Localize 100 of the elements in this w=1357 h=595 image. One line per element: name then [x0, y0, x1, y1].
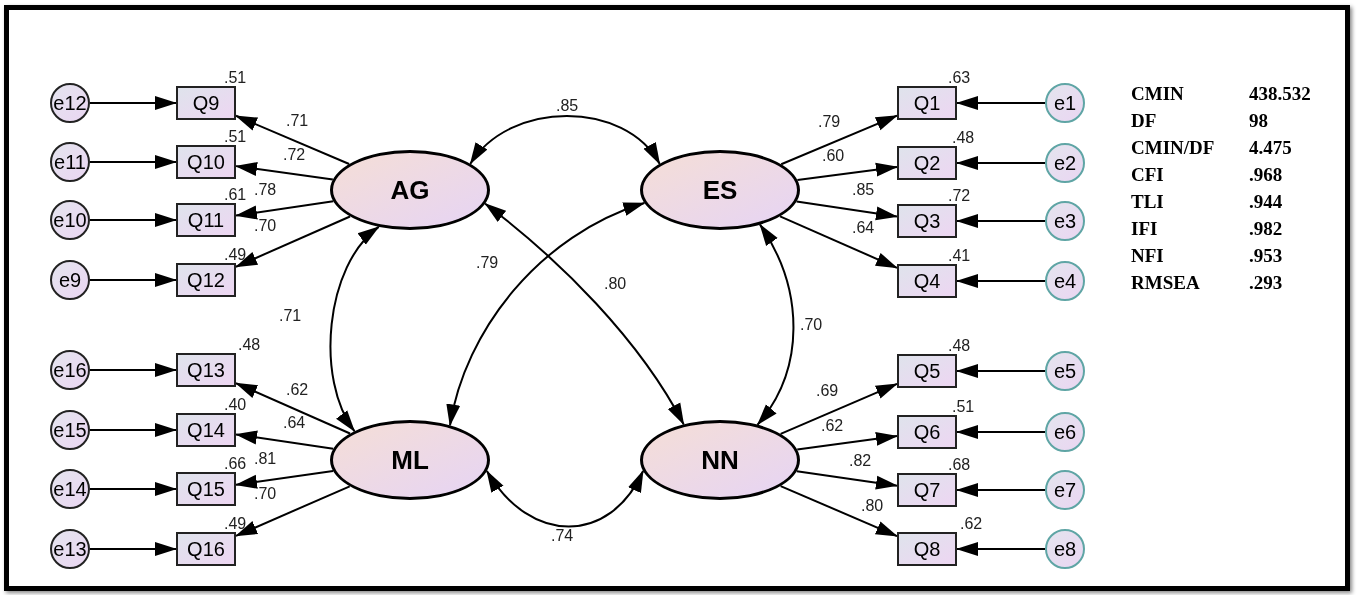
- fit-index-value: .953: [1249, 244, 1284, 267]
- edge-label: .70: [254, 218, 277, 234]
- path-arrow: [956, 542, 1046, 556]
- squared-multiple-correlation: .48: [238, 337, 261, 353]
- latent-variable-ellipse: ES: [640, 150, 800, 230]
- fit-index-value: .968: [1249, 163, 1284, 186]
- fit-index-name: TLI: [1131, 190, 1165, 213]
- fit-index-value: .944: [1249, 190, 1284, 213]
- edge-label: .85: [852, 182, 875, 198]
- path-arrow: [235, 215, 351, 268]
- fit-index-name: RMSEA: [1131, 271, 1201, 294]
- edge-label: .64: [852, 220, 875, 236]
- path-arrow: [89, 273, 177, 287]
- path-arrow: [235, 382, 351, 435]
- latent-variable-ellipse: ML: [330, 420, 490, 500]
- fit-index-name: DF: [1131, 109, 1158, 132]
- observed-variable-box: Q16: [176, 532, 236, 566]
- fit-index-name: CMIN: [1131, 82, 1185, 105]
- edge-label: .81: [254, 451, 277, 467]
- observed-variable-box: Q5: [897, 354, 957, 388]
- squared-multiple-correlation: .61: [224, 187, 247, 203]
- path-arrow: [956, 364, 1046, 378]
- squared-multiple-correlation: .51: [952, 399, 975, 415]
- edge-label: .85: [556, 98, 579, 114]
- fit-index-value: 98: [1249, 109, 1269, 132]
- path-arrow: [235, 114, 351, 166]
- path-arrow: [779, 485, 898, 538]
- observed-variable-box: Q10: [176, 145, 236, 179]
- observed-variable-box: Q2: [897, 146, 957, 180]
- edge-label: .82: [849, 453, 872, 469]
- path-arrow: [89, 363, 177, 377]
- path-arrow: [796, 431, 898, 451]
- squared-multiple-correlation: .49: [224, 516, 247, 532]
- path-arrow: [89, 482, 177, 496]
- observed-variable-box: Q11: [176, 203, 236, 237]
- fit-index-value: 438.532: [1249, 82, 1311, 105]
- squared-multiple-correlation: .41: [948, 248, 971, 264]
- edge-label: .70: [254, 486, 277, 502]
- path-arrow: [89, 96, 177, 110]
- edge-label: .69: [816, 383, 839, 399]
- path-arrow: [796, 162, 898, 181]
- observed-variable-box: Q8: [897, 532, 957, 566]
- observed-variable-box: Q12: [176, 263, 236, 297]
- path-arrow: [956, 156, 1046, 170]
- path-arrow: [956, 96, 1046, 110]
- path-arrow: [779, 382, 898, 435]
- path-arrow: [956, 214, 1046, 228]
- squared-multiple-correlation: .48: [948, 338, 971, 354]
- observed-variable-box: Q7: [897, 473, 957, 507]
- path-arrow: [89, 542, 177, 556]
- squared-multiple-correlation: .63: [948, 70, 971, 86]
- path-arrow: [89, 423, 177, 437]
- fit-index-name: CMIN/DF: [1131, 136, 1216, 159]
- edge-label: .71: [286, 113, 309, 129]
- fit-index-name: IFI: [1131, 217, 1159, 240]
- observed-variable-box: Q4: [897, 264, 957, 298]
- fit-index-name: CFI: [1131, 163, 1165, 186]
- covariance-arrow: [469, 114, 661, 165]
- edge-label: .72: [283, 147, 306, 163]
- squared-multiple-correlation: .66: [224, 456, 247, 472]
- squared-multiple-correlation: .51: [224, 70, 247, 86]
- squared-multiple-correlation: .72: [948, 188, 971, 204]
- edge-label: .60: [822, 148, 845, 164]
- fit-index-value: .982: [1249, 217, 1284, 240]
- fit-index-value: 4.475: [1249, 136, 1293, 159]
- path-arrow: [779, 215, 898, 269]
- fit-index-name: NFI: [1131, 244, 1165, 267]
- squared-multiple-correlation: .40: [224, 397, 247, 413]
- observed-variable-box: Q9: [176, 86, 236, 120]
- edge-label: .79: [476, 255, 499, 271]
- latent-variable-ellipse: NN: [640, 420, 800, 500]
- edge-label: .74: [551, 528, 574, 544]
- edge-label: .79: [818, 114, 841, 130]
- edge-label: .62: [821, 418, 844, 434]
- path-arrow: [89, 155, 177, 169]
- covariance-arrow: [756, 223, 795, 426]
- edge-label: .71: [279, 308, 302, 324]
- path-arrow: [956, 274, 1046, 288]
- observed-variable-box: Q1: [897, 86, 957, 120]
- edge-label: .78: [254, 182, 277, 198]
- edge-label: .62: [286, 382, 309, 398]
- observed-variable-box: Q3: [897, 204, 957, 238]
- observed-variable-box: Q14: [176, 413, 236, 447]
- covariance-arrow: [485, 470, 645, 528]
- edge-label: .80: [604, 276, 627, 292]
- path-arrow: [780, 114, 898, 166]
- path-arrow: [956, 483, 1046, 497]
- covariance-arrow: [484, 202, 685, 426]
- edge-label: .64: [283, 415, 306, 431]
- squared-multiple-correlation: .62: [960, 516, 983, 532]
- observed-variable-box: Q13: [176, 353, 236, 387]
- squared-multiple-correlation: .68: [948, 457, 971, 473]
- squared-multiple-correlation: .48: [952, 130, 975, 146]
- fit-index-value: .293: [1249, 271, 1284, 294]
- path-arrow: [235, 485, 351, 537]
- observed-variable-box: Q6: [897, 415, 957, 449]
- path-arrow: [956, 425, 1046, 439]
- squared-multiple-correlation: .49: [224, 247, 247, 263]
- edge-label: .70: [800, 317, 823, 333]
- edge-label: .80: [861, 498, 884, 514]
